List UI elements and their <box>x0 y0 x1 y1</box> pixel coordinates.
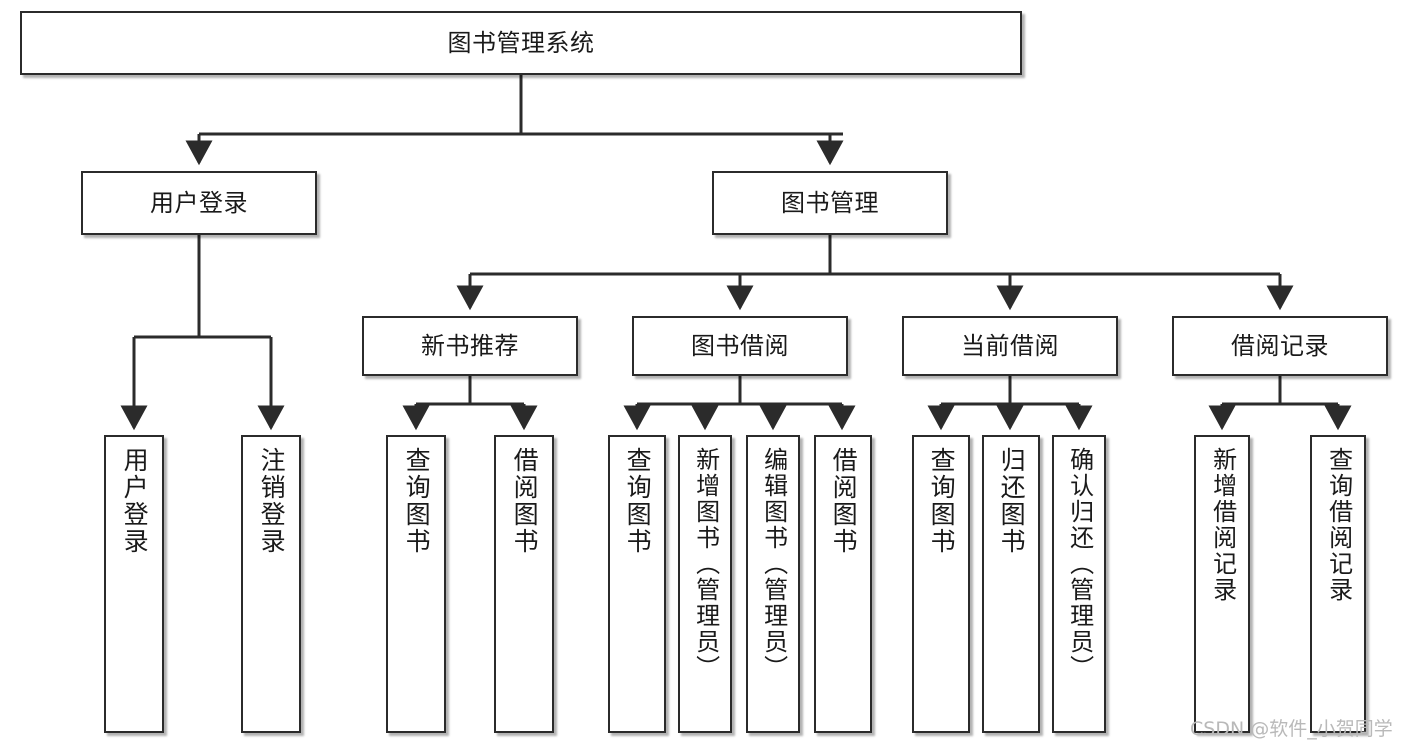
leaf-current-borrow-return[interactable]: 归还图书 <box>982 435 1040 733</box>
leaf-book-borrow-query[interactable]: 查询图书 <box>608 435 666 733</box>
node-book-management[interactable]: 图书管理 <box>712 171 948 235</box>
node-user-login-label: 用户登录 <box>150 188 248 217</box>
leaf-borrow-record-add-label: 新增借阅记录 <box>1208 447 1237 603</box>
node-root-system[interactable]: 图书管理系统 <box>20 11 1022 75</box>
leaf-user-login-login-label: 用户登录 <box>120 447 150 555</box>
node-user-login[interactable]: 用户登录 <box>81 171 317 235</box>
leaf-new-book-query-label: 查询图书 <box>402 447 432 555</box>
leaf-book-borrow-borrow[interactable]: 借阅图书 <box>814 435 872 733</box>
leaf-user-login-login[interactable]: 用户登录 <box>104 435 164 733</box>
node-new-book-recommend[interactable]: 新书推荐 <box>362 316 578 376</box>
node-current-borrow[interactable]: 当前借阅 <box>902 316 1118 376</box>
watermark-text: CSDN @软件_小贺同学 <box>1190 718 1393 740</box>
node-borrow-records[interactable]: 借阅记录 <box>1172 316 1388 376</box>
leaf-book-borrow-edit-label: 编辑图书（管理员） <box>759 447 788 681</box>
node-book-management-label: 图书管理 <box>781 188 879 217</box>
leaf-borrow-record-query[interactable]: 查询借阅记录 <box>1310 435 1366 733</box>
node-current-borrow-label: 当前借阅 <box>961 331 1059 360</box>
leaf-new-book-borrow[interactable]: 借阅图书 <box>494 435 554 733</box>
node-root-system-label: 图书管理系统 <box>447 28 595 57</box>
leaf-borrow-record-add[interactable]: 新增借阅记录 <box>1194 435 1250 733</box>
leaf-current-borrow-confirm-label: 确认归还（管理员） <box>1065 447 1094 681</box>
leaf-user-login-logout[interactable]: 注销登录 <box>241 435 301 733</box>
leaf-current-borrow-query[interactable]: 查询图书 <box>912 435 970 733</box>
leaf-current-borrow-confirm[interactable]: 确认归还（管理员） <box>1052 435 1106 733</box>
leaf-book-borrow-query-label: 查询图书 <box>623 447 653 555</box>
leaf-book-borrow-add-label: 新增图书（管理员） <box>691 447 720 681</box>
leaf-current-borrow-return-label: 归还图书 <box>997 447 1027 555</box>
node-book-borrow[interactable]: 图书借阅 <box>632 316 848 376</box>
node-new-book-recommend-label: 新书推荐 <box>421 331 519 360</box>
leaf-book-borrow-borrow-label: 借阅图书 <box>829 447 859 555</box>
leaf-borrow-record-query-label: 查询借阅记录 <box>1324 447 1353 603</box>
leaf-user-login-logout-label: 注销登录 <box>257 447 287 555</box>
leaf-new-book-query[interactable]: 查询图书 <box>386 435 446 733</box>
leaf-current-borrow-query-label: 查询图书 <box>927 447 957 555</box>
leaf-new-book-borrow-label: 借阅图书 <box>510 447 540 555</box>
leaf-book-borrow-add[interactable]: 新增图书（管理员） <box>678 435 732 733</box>
node-book-borrow-label: 图书借阅 <box>691 331 789 360</box>
node-borrow-records-label: 借阅记录 <box>1231 331 1329 360</box>
leaf-book-borrow-edit[interactable]: 编辑图书（管理员） <box>746 435 800 733</box>
